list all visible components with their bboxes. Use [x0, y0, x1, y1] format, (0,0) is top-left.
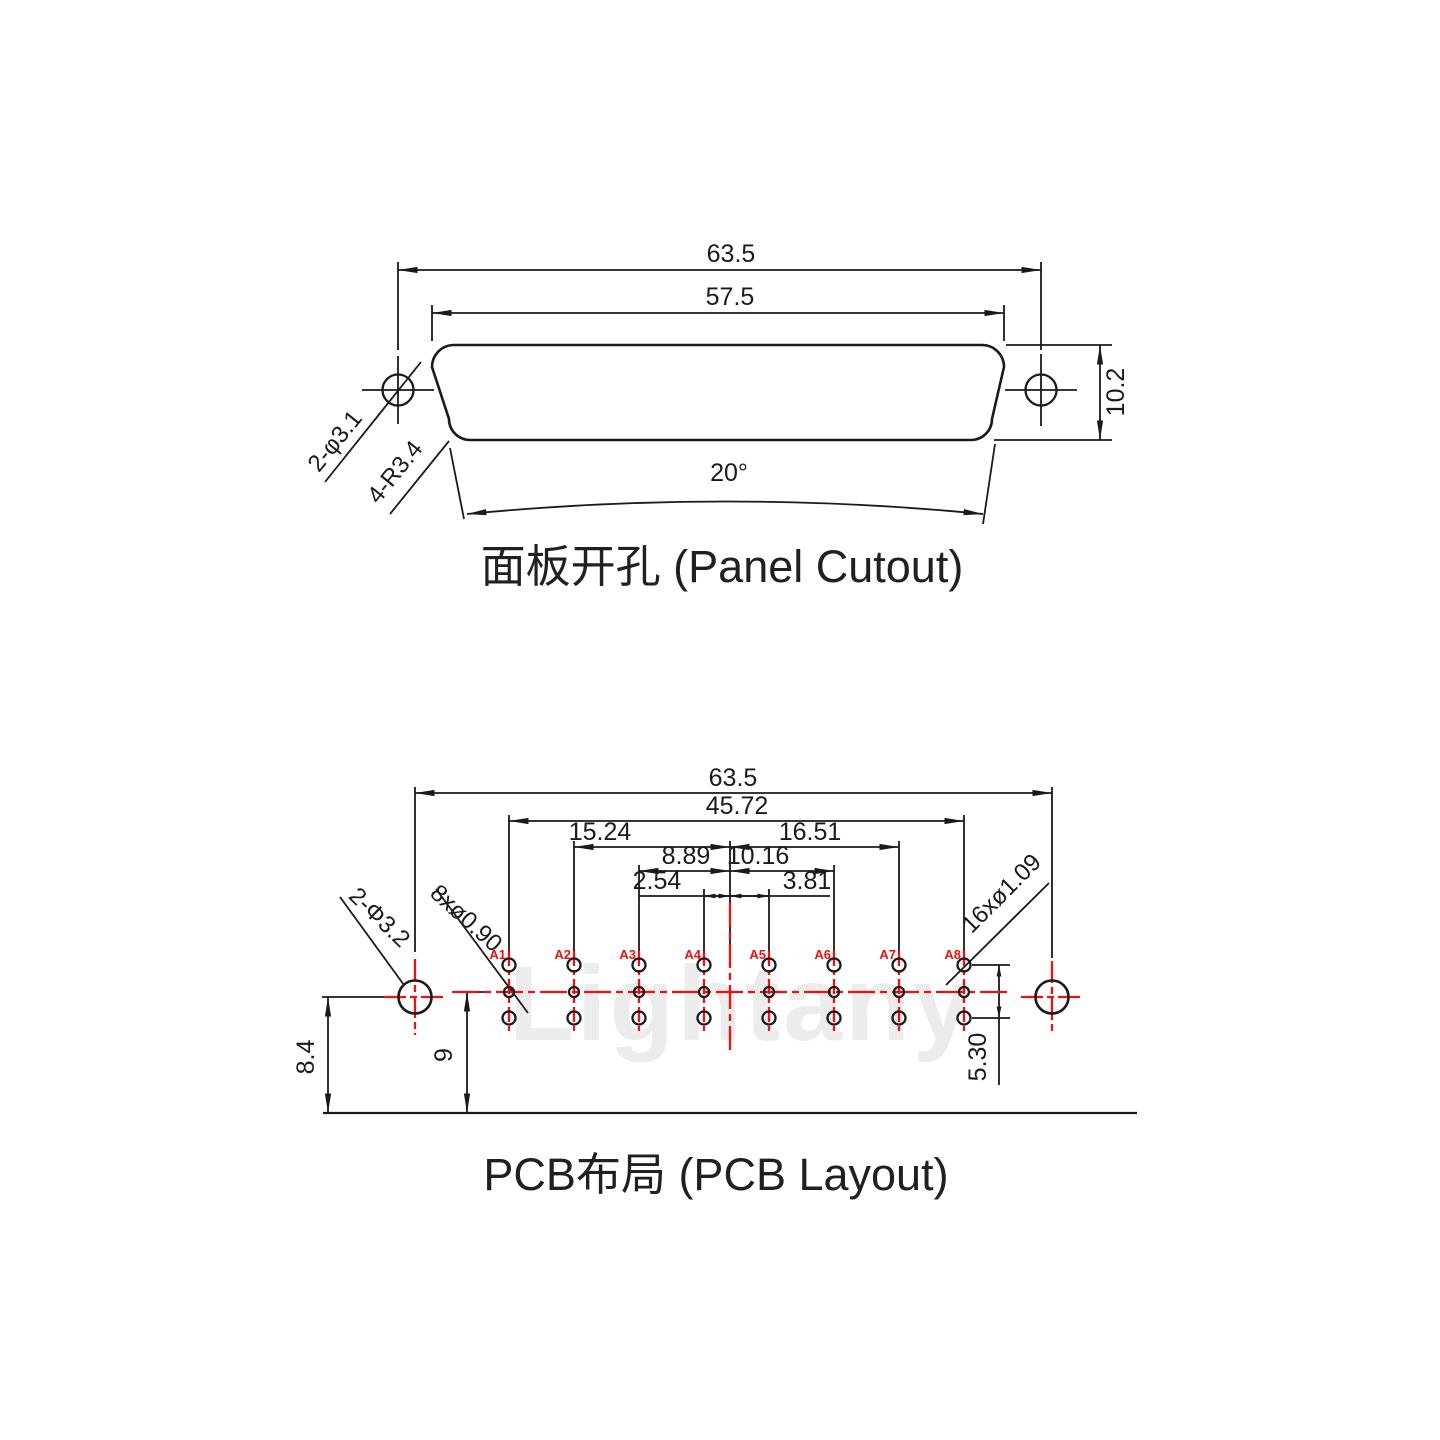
dim-pin-span: 45.72	[508, 792, 965, 955]
pin-label-a1: A1	[489, 947, 506, 962]
dim-text-10-16: 10.16	[727, 842, 790, 870]
dim-text-8-4: 8.4	[292, 1040, 320, 1075]
dim-text-2-54: 2.54	[633, 867, 682, 895]
leader-pcb-mounting-holes	[339, 896, 405, 986]
pin-column-a3: A3	[619, 947, 647, 1026]
dim-text-16-51: 16.51	[779, 818, 842, 846]
dim-text-5-30: 5.30	[964, 1033, 992, 1082]
dim-panel-outer-width: 63.5	[397, 240, 1042, 350]
dim-text-63-5: 63.5	[707, 240, 756, 268]
dim-text-3-81: 3.81	[783, 867, 832, 895]
dim-text-15-24: 15.24	[569, 818, 632, 846]
leader-corner-radius	[389, 440, 450, 515]
pin-label-a7: A7	[879, 947, 896, 962]
pin-label-a3: A3	[619, 947, 636, 962]
dim-pcb-outer-width: 63.5	[414, 764, 1053, 958]
dim-text-10-2: 10.2	[1102, 368, 1130, 417]
dim-row-2-54-3-81: 2.54 3.81	[633, 867, 832, 955]
label-corner-radius: 4-R3.4	[362, 436, 428, 509]
panel-cutout-drawing: 63.5 57.5 2-φ3.1 4-R3.4	[303, 240, 1130, 592]
panel-cutout-outline	[430, 343, 1006, 442]
pin-column-a7: A7	[879, 947, 907, 1026]
pin-label-a8: A8	[944, 947, 961, 962]
dim-text-57-5: 57.5	[706, 283, 755, 311]
watermark-text: Lightany	[509, 945, 975, 1063]
pin-label-a5: A5	[749, 947, 766, 962]
dim-side-angle: 20°	[449, 443, 996, 525]
dim-panel-cutout-width: 57.5	[431, 283, 1005, 341]
pin-column-a2: A2	[554, 947, 582, 1026]
pin-label-a4: A4	[684, 947, 701, 962]
pcb-right-mounting-hole	[1034, 979, 1070, 1015]
red-centerlines	[384, 903, 1083, 1050]
leader-shield-holes	[945, 882, 1050, 986]
pin-column-a5: A5	[749, 947, 777, 1026]
dim-row-8-89-10-16: 8.89 10.16	[638, 842, 835, 955]
pin-column-a1: A1	[489, 947, 517, 1026]
label-shield-holes: 16xø1.09	[957, 849, 1047, 939]
panel-cutout-title: 面板开孔 (Panel Cutout)	[481, 541, 964, 592]
leader-mounting-holes	[324, 361, 422, 483]
panel-right-mounting-hole	[1005, 354, 1077, 426]
pin-column-a8: A8	[944, 947, 972, 1026]
dim-text-45-72: 45.72	[706, 792, 769, 820]
dim-panel-height: 10.2	[994, 344, 1130, 441]
dim-text-pcb-63-5: 63.5	[709, 764, 758, 792]
pcb-left-mounting-hole	[397, 979, 433, 1015]
dim-row-height: 9	[430, 991, 491, 1113]
dim-row-15-24-16-51: 15.24 16.51	[569, 818, 900, 958]
pin-column-a4: A4	[684, 947, 712, 1026]
label-signal-holes: 8xø0.90	[425, 879, 508, 957]
dim-text-8-89: 8.89	[662, 842, 711, 870]
dim-mount-hole-height: 8.4	[292, 996, 384, 1113]
pin-column-a6: A6	[814, 947, 842, 1026]
pin-label-a6: A6	[814, 947, 831, 962]
pcb-layout-title: PCB布局 (PCB Layout)	[483, 1149, 948, 1200]
dim-text-20deg: 20°	[710, 459, 748, 487]
dim-text-9: 9	[430, 1048, 458, 1062]
pin-label-a2: A2	[554, 947, 571, 962]
